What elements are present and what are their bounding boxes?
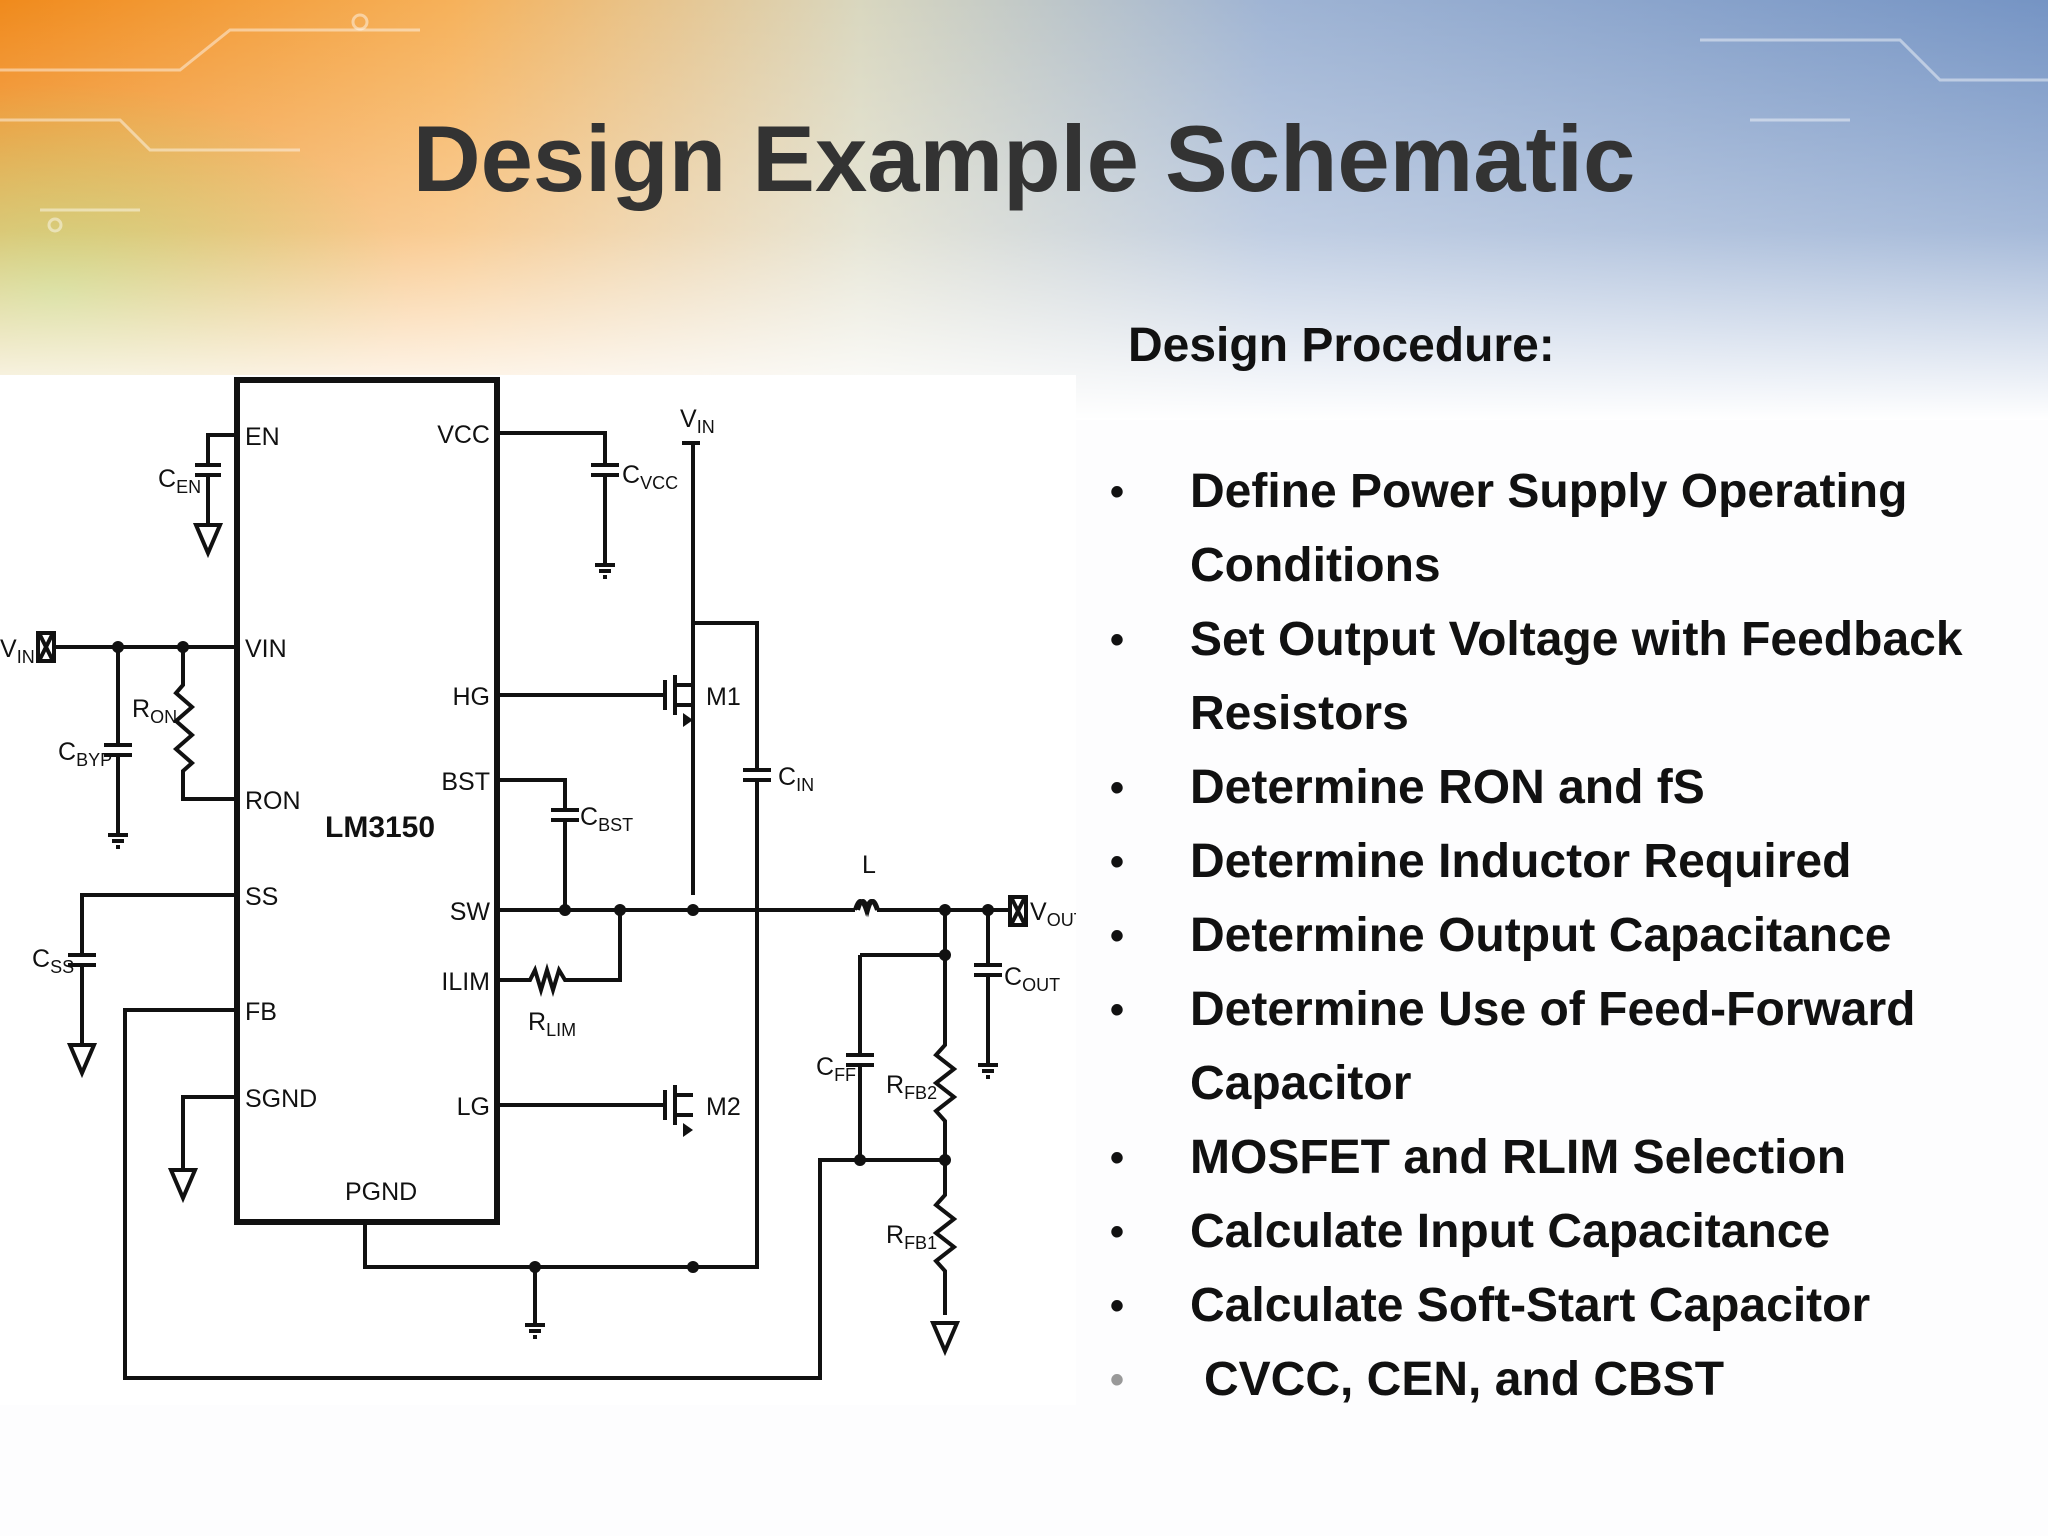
bullet: • xyxy=(1110,1284,1125,1328)
list-item-text: Define Power Supply Operating Conditions xyxy=(1190,465,1908,592)
label-rfb2: RFB2 xyxy=(886,1071,937,1103)
bullet: • xyxy=(1110,470,1125,514)
pin-sw: SW xyxy=(450,898,491,926)
list-item: • Define Power Supply Operating Condition… xyxy=(1108,455,2038,603)
pin-hg: HG xyxy=(453,683,491,711)
label-css: CSS xyxy=(32,945,74,977)
list-item: • CVCC, CEN, and CBST xyxy=(1108,1343,2038,1417)
ground-symbol xyxy=(66,1043,98,1079)
list-item-text: Calculate Input Capacitance xyxy=(1190,1205,1831,1258)
label-cout: COUT xyxy=(1004,963,1060,995)
list-item: • Determine Output Capacitance xyxy=(1108,899,2038,973)
list-item: • Calculate Input Capacitance xyxy=(1108,1195,2038,1269)
list-item: • Determine RON and fS xyxy=(1108,751,2038,825)
pin-ss: SS xyxy=(245,883,278,911)
pin-ron: RON xyxy=(245,787,301,815)
label-cff: CFF xyxy=(816,1053,856,1085)
bullet: • xyxy=(1110,1210,1125,1254)
list-item-text: Calculate Soft-Start Capacitor xyxy=(1190,1279,1871,1332)
list-item-text: MOSFET and RLIM Selection xyxy=(1190,1131,1847,1184)
bullet: • xyxy=(1110,618,1125,662)
procedure-list: • Define Power Supply Operating Condition… xyxy=(1108,455,2038,1417)
label-rlim: RLIM xyxy=(528,1008,576,1040)
label-inductor: L xyxy=(862,851,876,879)
vout-terminal xyxy=(1008,895,1028,927)
list-item: • MOSFET and RLIM Selection xyxy=(1108,1121,2038,1195)
pin-pgnd: PGND xyxy=(345,1178,417,1206)
list-item-text: Determine Inductor Required xyxy=(1190,835,1852,888)
procedure-heading: Design Procedure: xyxy=(1128,319,1555,372)
list-item-text: Set Output Voltage with Feedback Resisto… xyxy=(1190,613,1963,740)
slide-title: Design Example Schematic xyxy=(412,106,1636,211)
pin-en: EN xyxy=(245,423,280,451)
label-rfb1: RFB1 xyxy=(886,1221,937,1253)
pin-lg: LG xyxy=(457,1093,490,1121)
bullet: • xyxy=(1110,1136,1125,1180)
ic-name: LM3150 xyxy=(325,811,435,844)
bullet: • xyxy=(1110,914,1125,958)
label-vin-left: VIN xyxy=(0,635,35,667)
list-item-text: CVCC, CEN, and CBST xyxy=(1204,1353,1725,1406)
label-cbyp: CBYP xyxy=(58,738,112,770)
ground-symbol xyxy=(929,1321,961,1357)
list-item: • Calculate Soft-Start Capacitor xyxy=(1108,1269,2038,1343)
label-m1: M1 xyxy=(706,683,741,711)
pin-fb: FB xyxy=(245,998,277,1026)
label-cvcc: CVCC xyxy=(622,461,678,493)
pin-vin: VIN xyxy=(245,635,287,663)
label-vin-top: VIN xyxy=(680,405,715,437)
list-item-text: Determine Use of Feed-Forward Capacitor xyxy=(1190,983,1916,1110)
bullet: • xyxy=(1110,766,1125,810)
label-ron: RON xyxy=(132,695,177,727)
schematic-panel xyxy=(0,375,1076,1405)
label-cen: CEN xyxy=(158,465,201,497)
circuit-schematic: LM3150 EN VIN RON SS FB SGND VCC HG BST … xyxy=(0,377,1076,1380)
pin-sgnd: SGND xyxy=(245,1085,317,1113)
list-item: • Determine Inductor Required xyxy=(1108,825,2038,899)
ground-symbol xyxy=(192,523,224,559)
pin-bst: BST xyxy=(441,768,490,796)
list-item: • Set Output Voltage with Feedback Resist… xyxy=(1108,603,2038,751)
pin-vcc: VCC xyxy=(437,421,490,449)
label-cbst: CBST xyxy=(580,803,633,835)
list-item-text: Determine Output Capacitance xyxy=(1190,909,1892,962)
label-vout: VOUT xyxy=(1030,898,1076,930)
list-item-text: Determine RON and fS xyxy=(1190,761,1705,814)
bullet: • xyxy=(1110,988,1125,1032)
bullet: • xyxy=(1110,840,1125,884)
label-cin: CIN xyxy=(778,763,814,795)
label-m2: M2 xyxy=(706,1093,741,1121)
ground-symbol xyxy=(167,1168,199,1204)
pin-ilim: ILIM xyxy=(441,968,490,996)
list-item: • Determine Use of Feed-Forward Capacitor xyxy=(1108,973,2038,1121)
bullet: • xyxy=(1110,1358,1125,1402)
